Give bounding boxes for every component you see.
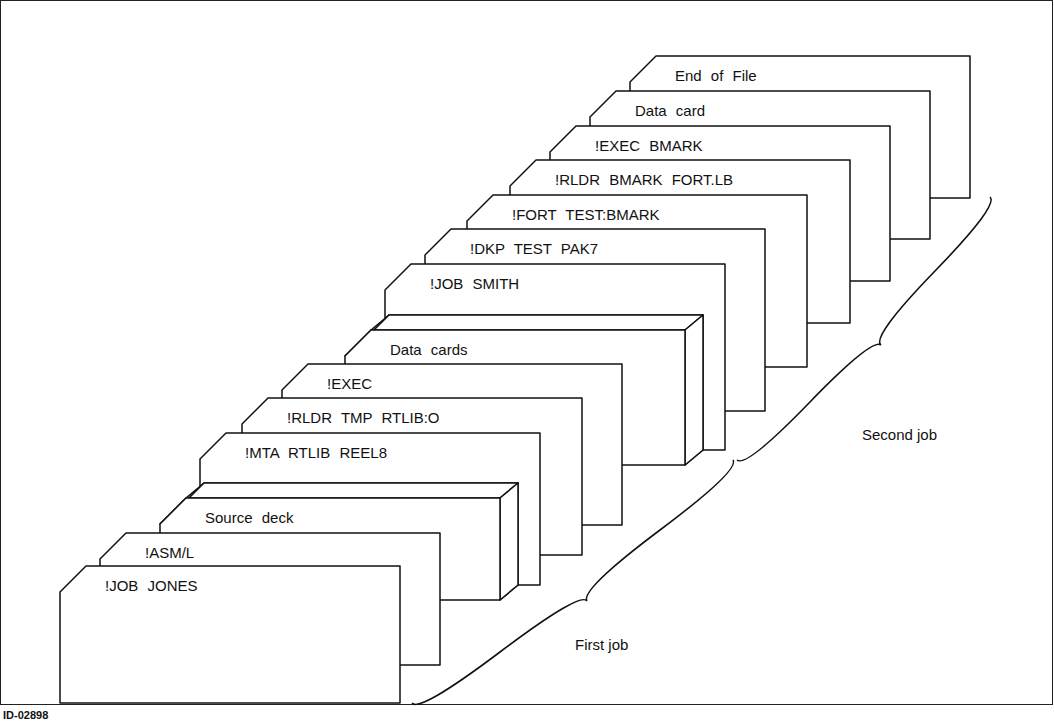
card-label: !MTA RTLIB REEL8 xyxy=(245,444,387,462)
card-label: Data card xyxy=(635,102,705,120)
job-label: Second job xyxy=(862,426,937,443)
figure-frame xyxy=(1,1,1053,705)
card-label: End of File xyxy=(675,67,757,85)
card-label: !RLDR TMP RTLIB:O xyxy=(287,409,440,427)
card-label: !RLDR BMARK FORT.LB xyxy=(555,171,733,189)
card-label: !EXEC BMARK xyxy=(595,137,703,155)
card-label: !EXEC xyxy=(327,375,372,393)
card-label: !JOB JONES xyxy=(105,577,198,595)
figure-id: ID-02898 xyxy=(3,709,48,721)
card-label: Source deck xyxy=(205,509,293,527)
card-label: !FORT TEST:BMARK xyxy=(512,206,660,224)
punched-card: !JOB JONES xyxy=(60,566,400,703)
card-label: !JOB SMITH xyxy=(430,275,519,293)
card-label: Data cards xyxy=(390,341,468,359)
card-label: !ASM/L xyxy=(145,544,194,562)
card-label: !DKP TEST PAK7 xyxy=(470,240,598,258)
job-label: First job xyxy=(575,636,628,653)
